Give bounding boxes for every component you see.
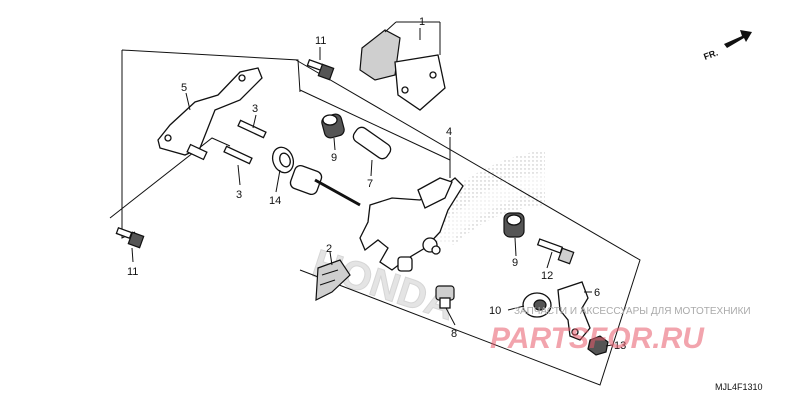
- slide-pin-lower: [223, 145, 253, 165]
- flange-nut: [587, 335, 609, 356]
- callout-11-upper: 11: [315, 35, 326, 47]
- bleed-valve: [435, 285, 455, 309]
- flange-bolt-upper: [306, 58, 335, 81]
- assembly-outline-right: [295, 59, 641, 386]
- pin-bolt-right: [536, 238, 575, 265]
- sleeve: [352, 126, 392, 160]
- callout-13: 13: [614, 340, 626, 352]
- seal-ring: [271, 146, 295, 174]
- hose-stay: [557, 281, 591, 341]
- callout-11-lower: 11: [127, 266, 138, 278]
- callout-6: 6: [594, 287, 600, 299]
- bushing: [522, 292, 552, 318]
- slide-pin-upper: [237, 119, 267, 139]
- callout-3-upper: 3: [252, 103, 258, 115]
- callout-8: 8: [451, 328, 457, 340]
- callout-2: 2: [326, 243, 332, 255]
- flange-bolt-lower: [115, 226, 145, 249]
- assembly-outline-inner: [299, 89, 451, 161]
- boot-lower: [503, 212, 525, 238]
- callout-3-lower: 3: [236, 189, 242, 201]
- diagram-code: MJL4F1310: [715, 382, 763, 392]
- front-direction-label: FR.: [702, 48, 719, 62]
- callout-9-upper: 9: [331, 152, 337, 164]
- boot-upper: [321, 113, 345, 139]
- pad-spring: [315, 259, 351, 302]
- callout-14: 14: [269, 195, 281, 207]
- assembly-outline-diagonal: [109, 137, 231, 219]
- collar-with-pin: [289, 164, 361, 207]
- caliper-bracket: [157, 67, 263, 156]
- assembly-outline-left: [121, 49, 301, 239]
- caliper-body: [359, 177, 464, 272]
- front-direction-arrow: [724, 30, 752, 48]
- callout-9-lower: 9: [512, 257, 518, 269]
- callout-12: 12: [541, 270, 553, 282]
- callout-1: 1: [419, 16, 425, 28]
- brake-pad-set: [359, 29, 446, 111]
- pin-bolt-bracket: [186, 143, 208, 161]
- callout-4: 4: [446, 126, 452, 138]
- watermark-tagline: ЗАПЧАСТИ И АКСЕССУАРЫ ДЛЯ МОТОТЕХНИКИ: [514, 306, 751, 317]
- callout-5: 5: [181, 82, 187, 94]
- leader-lines: [131, 21, 613, 347]
- callout-7: 7: [367, 178, 373, 190]
- watermark-site: PARTSFOR.RU: [490, 322, 705, 355]
- callout-10: 10: [489, 305, 501, 317]
